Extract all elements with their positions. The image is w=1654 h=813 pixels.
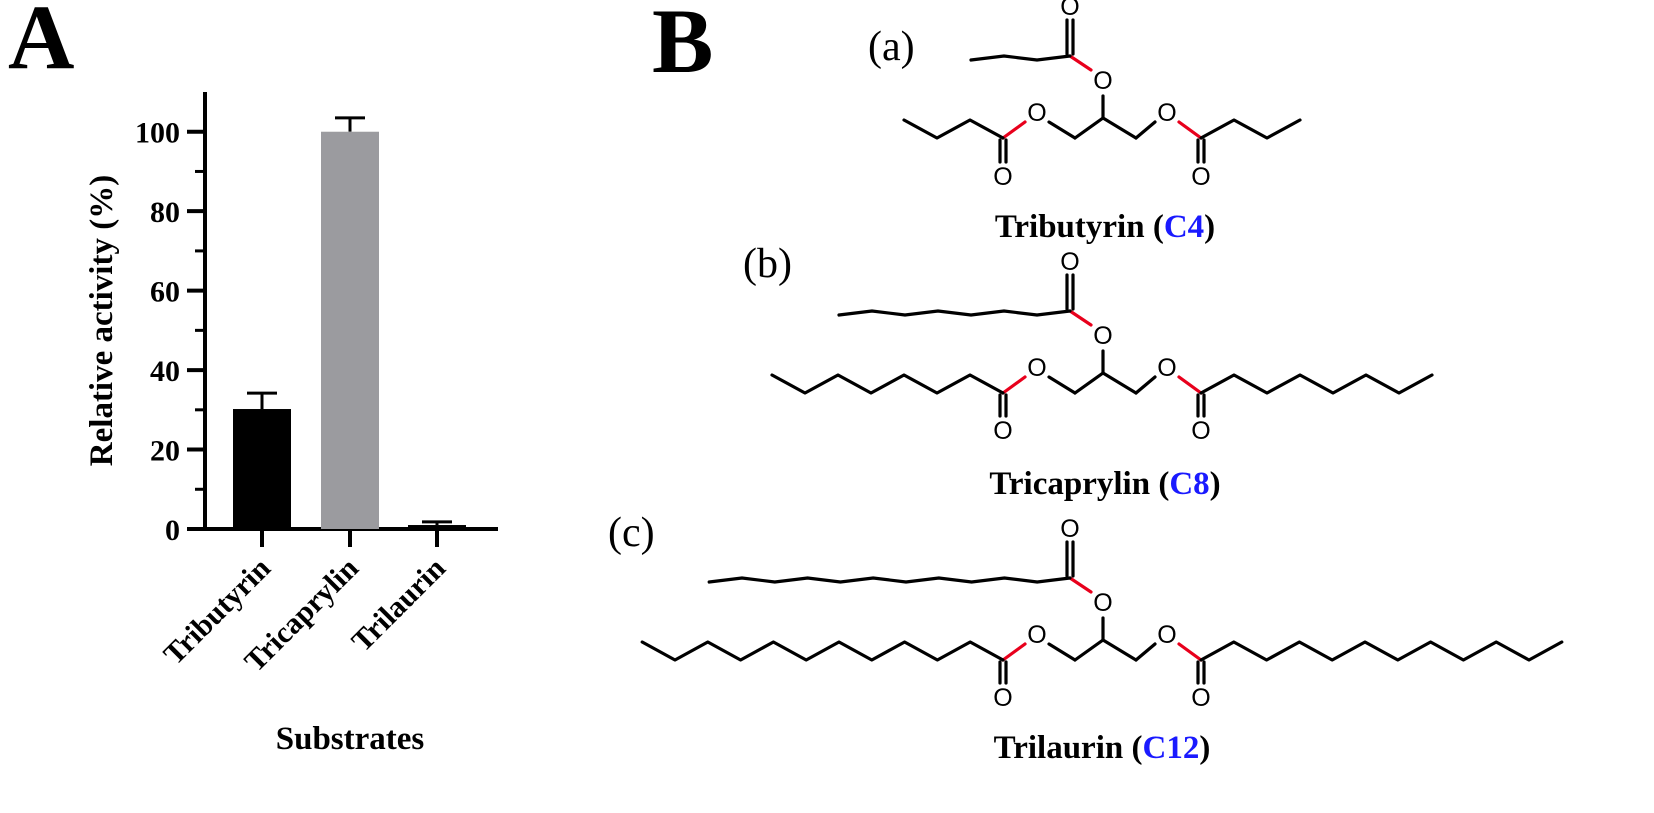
y-tick-label: 20 [150, 435, 180, 468]
structure-trilaurin: O O O O O O [640, 515, 1564, 712]
y-tick-label: 100 [135, 117, 180, 150]
ester-bond [1177, 375, 1203, 395]
structure-c-caption: Trilaurin (C12) [994, 730, 1211, 766]
glycerol-bond [1073, 638, 1105, 662]
glycerol-bond [1047, 120, 1077, 140]
ester-bond [1001, 642, 1027, 662]
glycerol-bond [1134, 120, 1157, 140]
ester-oxygen-top: O [1093, 67, 1112, 95]
acyl-chain-top [707, 576, 1072, 584]
ester-bond [1177, 120, 1203, 140]
glycerol-bond [1073, 371, 1105, 395]
acyl-chain-right [1199, 118, 1302, 140]
carbonyl-oxygen-right: O [1191, 163, 1210, 191]
ester-bond [1068, 576, 1093, 594]
structure-b-name: Tricaprylin [989, 466, 1150, 502]
glycerol-bond [1047, 642, 1077, 662]
y-tick-label: 40 [150, 355, 180, 388]
structure-c-open: ( [1123, 730, 1142, 766]
acyl-chain-right [1199, 640, 1564, 662]
carbonyl-oxygen-right: O [1191, 417, 1210, 445]
carbonyl-oxygen-left: O [993, 684, 1012, 712]
panel-a-label: A [8, 0, 74, 88]
ester-bond [1001, 375, 1027, 395]
ester-oxygen-left: O [1027, 621, 1046, 649]
carbonyl-oxygen-left: O [993, 417, 1012, 445]
structure-a-caption: Tributyrin (C4) [995, 209, 1215, 245]
structure-c-name: Trilaurin [994, 730, 1124, 766]
panel-b-label: B [652, 0, 713, 92]
acyl-chain-left [640, 640, 1005, 662]
acyl-chain-right [1199, 373, 1434, 395]
structure-b-chain: C8 [1169, 466, 1209, 502]
acyl-chain-top [969, 54, 1072, 62]
ester-bond [1177, 642, 1203, 662]
ester-oxygen-top: O [1093, 589, 1112, 617]
ester-oxygen-right: O [1157, 621, 1176, 649]
y-tick-label: 60 [150, 276, 180, 309]
structure-a-tag: (a) [868, 24, 915, 70]
structure-tricaprylin: O O O O O O [770, 248, 1434, 445]
x-tick-label: Trilaurin [345, 551, 452, 658]
structure-b-open: ( [1150, 466, 1169, 502]
structure-c-close: ) [1199, 730, 1210, 766]
structure-b-close: ) [1210, 466, 1221, 502]
carbonyl-oxygen-right: O [1191, 684, 1210, 712]
bar [321, 131, 379, 529]
structure-a-chain: C4 [1164, 209, 1204, 245]
carbonyl-oxygen-top: O [1060, 0, 1079, 21]
structure-a-close: ) [1204, 209, 1215, 245]
structure-c-tag: (c) [608, 510, 655, 556]
y-axis-label: Relative activity (%) [84, 175, 120, 466]
glycerol-bond [1134, 642, 1157, 662]
glycerol-bond [1073, 116, 1105, 140]
ester-bond [1068, 54, 1093, 72]
structure-b-tag: (b) [743, 241, 792, 287]
bar [408, 525, 466, 529]
carbonyl-oxygen-top: O [1060, 515, 1079, 543]
acyl-chain-left [770, 373, 1005, 395]
glycerol-bond [1101, 638, 1138, 662]
ester-oxygen-right: O [1157, 99, 1176, 127]
ester-oxygen-right: O [1157, 354, 1176, 382]
structure-a-name: Tributyrin [995, 209, 1145, 245]
acyl-chain-left [902, 118, 1005, 140]
y-tick-label: 0 [165, 514, 180, 547]
x-axis-label: Substrates [276, 721, 425, 757]
glycerol-bond [1101, 116, 1138, 140]
glycerol-bond [1101, 371, 1138, 395]
ester-bond [1068, 309, 1093, 327]
structure-tributyrin: O O O O O O [902, 0, 1302, 191]
glycerol-bond [1134, 375, 1157, 395]
structure-b-caption: Tricaprylin (C8) [989, 466, 1220, 502]
glycerol-bond [1047, 375, 1077, 395]
ester-oxygen-top: O [1093, 322, 1112, 350]
acyl-chain-top [837, 309, 1072, 317]
y-tick-label: 80 [150, 196, 180, 229]
ester-oxygen-left: O [1027, 354, 1046, 382]
structure-c-chain: C12 [1142, 730, 1199, 766]
carbonyl-oxygen-left: O [993, 163, 1012, 191]
carbonyl-oxygen-top: O [1060, 248, 1079, 276]
ester-bond [1001, 120, 1027, 140]
bar [233, 409, 291, 529]
structure-a-open: ( [1145, 209, 1164, 245]
ester-oxygen-left: O [1027, 99, 1046, 127]
